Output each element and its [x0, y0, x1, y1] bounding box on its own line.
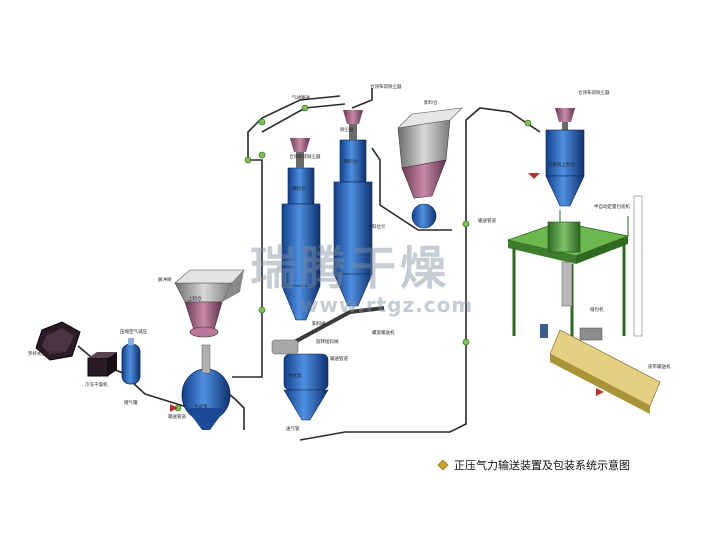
valve: [244, 156, 252, 164]
label-cold-dryer: 冷冻干燥机: [85, 381, 108, 388]
cold-dryer: [87, 352, 117, 377]
belt-conveyor: [540, 324, 661, 414]
watermark-brand: 瑞腾干燥: [250, 241, 450, 295]
watermark: 瑞腾干燥 www.rtgz.com: [250, 241, 473, 317]
label-air-pipe: 送气管: [286, 425, 300, 432]
storage-silo-2: [333, 110, 373, 307]
label-level-meter: 料位计: [372, 223, 386, 230]
label-discharge-valve: 卸料阀: [312, 320, 326, 327]
packing-platform: [506, 195, 643, 360]
caption-text: 正压气力输送装置及包装系统示意图: [454, 458, 630, 472]
valve: [258, 306, 266, 314]
label-packer: 半自动定量包装机: [594, 203, 630, 210]
screw-conveyor-line: [275, 306, 385, 354]
valve: [258, 118, 266, 126]
label-send-tank-2: 仓式泵: [288, 372, 302, 379]
storage-silo-1: [281, 138, 321, 321]
feed-hopper-left: [174, 269, 245, 338]
diamond-icon: [437, 459, 449, 471]
component-labels: 罗杆式空气压缩机 冷冻干燥机 储气罐 压缩空气减压 脉冲阀 仓式泵 上料仓 气动…: [28, 83, 671, 432]
arrow-icon: [170, 404, 178, 412]
watermark-url: www.rtgz.com: [300, 293, 473, 317]
valve: [301, 104, 309, 112]
air-tank: [121, 338, 141, 385]
pipe-main-return: [299, 107, 541, 441]
label-air-line-top: 气动输送: [292, 94, 310, 101]
label-pulse-filter-1: 仓顶布袋除尘器: [370, 83, 402, 90]
air-pipe-2: [131, 381, 191, 409]
label-sewing: 缝包机: [590, 306, 604, 313]
caption: 正压气力输送装置及包装系统示意图: [437, 458, 630, 472]
label-screw-conveyor: 螺旋输送机: [372, 329, 395, 336]
label-pressure-reducer: 压缩空气减压: [120, 328, 147, 335]
label-hopper-right: 卸料仓: [424, 99, 438, 106]
pipe-silo-right: [371, 147, 452, 231]
valve: [462, 338, 470, 346]
label-feeder: 上料仓: [188, 295, 202, 302]
label-pipe-left: 输送管道: [168, 413, 186, 420]
label-roots-blower: 罗杆式空气压缩机: [28, 350, 64, 357]
send-tank-left: [181, 344, 231, 430]
center-send-tank: [271, 339, 329, 421]
label-storage-silo-2: 储料仓: [344, 158, 358, 165]
label-belt: 皮带输送机: [648, 363, 671, 370]
valve: [462, 220, 470, 228]
label-pipe-right: 输送管道: [478, 217, 496, 224]
label-transfer-pipe: 输送管道: [330, 355, 348, 362]
roots-blower: [35, 321, 81, 361]
label-pulse-valve: 脉冲阀: [158, 276, 172, 283]
pipe-left-loop: [232, 95, 341, 378]
valves: [174, 104, 532, 412]
feed-hopper-right: [397, 107, 463, 229]
label-feed-dust: 除尘器: [340, 126, 354, 133]
pipe-top-right: [351, 88, 373, 109]
valve: [258, 151, 266, 159]
label-air-tank: 储气罐: [124, 399, 138, 406]
valve: [524, 119, 532, 127]
label-storage-silo-1: 储料仓: [292, 185, 306, 192]
label-pulse-filter-2: 仓顶布袋除尘器: [289, 153, 321, 160]
label-packing-filter: 仓顶布袋除尘器: [578, 89, 610, 96]
label-rotary-valve: 旋转给料阀: [316, 338, 339, 345]
arrow-icon: [528, 173, 540, 179]
arrow-icon: [596, 388, 604, 396]
label-packing-bin: 包装机上料仓: [548, 161, 575, 168]
label-send-tank: 仓式泵: [194, 403, 208, 410]
packing-silo: [545, 108, 585, 207]
flow-arrows: [170, 173, 604, 412]
